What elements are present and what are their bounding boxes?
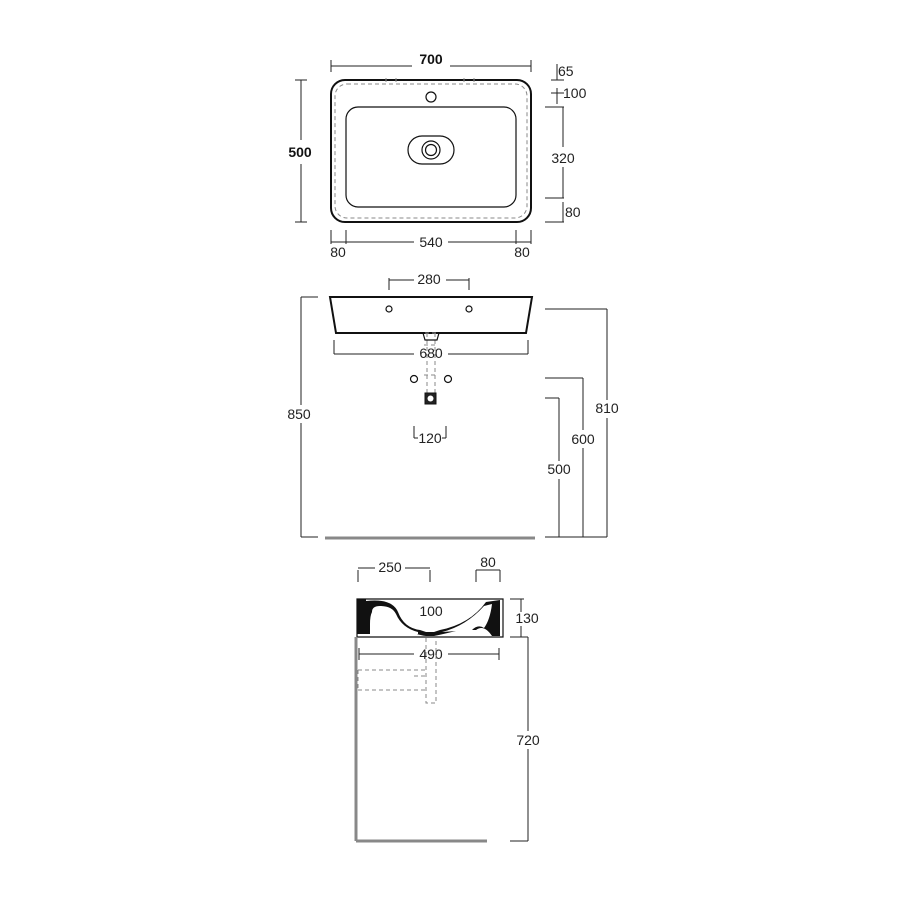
side-view: 250 80 100 130 490 720 xyxy=(354,554,540,843)
dim-bowl-width-label: 540 xyxy=(419,234,443,250)
dim-low-height-label: 500 xyxy=(547,461,571,477)
drain-inner-icon xyxy=(424,143,438,157)
basin-underside-dashed xyxy=(334,83,528,219)
basin-bowl-inner xyxy=(372,606,418,634)
dim-depth-back-label: 250 xyxy=(378,559,402,575)
basin-wall-section xyxy=(357,599,366,634)
dim-mid-height-line xyxy=(545,377,584,537)
drain-icon xyxy=(421,140,441,160)
dim-margin-left-label: 80 xyxy=(330,244,346,260)
side-trap-dashed xyxy=(357,638,437,704)
top-view: 700 500 65 100 320 80 80 540 80 xyxy=(288,51,586,260)
dim-margin-bottom-label: 80 xyxy=(565,204,581,220)
dim-trap-width-line xyxy=(413,426,447,439)
dim-bottom-chain xyxy=(330,230,532,244)
drain-body xyxy=(422,332,440,341)
dim-front-width-line xyxy=(333,340,529,355)
basin-overflow-inner xyxy=(442,604,492,632)
dim-rim-height-label: 810 xyxy=(595,400,619,416)
dim-basin-height-label: 130 xyxy=(515,610,539,626)
dim-width-line xyxy=(330,60,532,72)
bowl-outline-top xyxy=(345,106,517,208)
dim-depth-line xyxy=(295,79,307,223)
dim-right-chain xyxy=(545,64,564,223)
dim-rim-width-label: 80 xyxy=(480,554,496,570)
dim-wall-height-line xyxy=(510,636,529,842)
fixing-hole-left-icon xyxy=(385,305,393,313)
dim-low-height-line xyxy=(545,397,560,537)
fixing-hole-right-icon xyxy=(465,305,473,313)
dim-width-label: 700 xyxy=(419,51,443,67)
trap-pipe-dashed xyxy=(424,332,438,398)
drain-recess-outline xyxy=(407,135,455,165)
basin-outline-top xyxy=(330,79,532,223)
dim-drain-height-label: 100 xyxy=(419,603,443,619)
front-view: 280 680 120 850 810 600 500 xyxy=(287,271,619,540)
dim-rim-height-line xyxy=(545,308,608,538)
dim-hole-spacing-line xyxy=(388,278,470,290)
dim-depth-label: 500 xyxy=(288,144,312,160)
dim-mid-height-label: 600 xyxy=(571,431,595,447)
dim-front-width-label: 680 xyxy=(419,345,443,361)
wall-bolt-right-icon xyxy=(443,374,453,384)
basin-front-outline xyxy=(328,296,534,334)
wall-bolt-left-icon xyxy=(409,374,419,384)
dim-hole-spacing-label: 280 xyxy=(417,271,441,287)
dim-margin-right-label: 80 xyxy=(514,244,530,260)
dim-wall-height-label: 720 xyxy=(516,732,540,748)
dim-depth-back-line xyxy=(357,567,431,582)
dim-side-depth-line xyxy=(358,648,500,660)
dim-total-height-line xyxy=(300,296,318,538)
dim-side-depth-label: 490 xyxy=(419,646,443,662)
dim-total-height-label: 850 xyxy=(287,406,311,422)
dim-bowl-depth-label: 320 xyxy=(551,150,575,166)
dim-trap-width-label: 120 xyxy=(418,430,442,446)
tap-hole-icon xyxy=(425,91,437,103)
dim-margin-top-b-label: 100 xyxy=(563,85,587,101)
fixing-marks xyxy=(385,78,475,82)
dim-rim-width-line xyxy=(475,569,501,582)
dim-margin-top-a-label: 65 xyxy=(558,63,574,79)
waste-outlet-inner xyxy=(427,395,434,402)
